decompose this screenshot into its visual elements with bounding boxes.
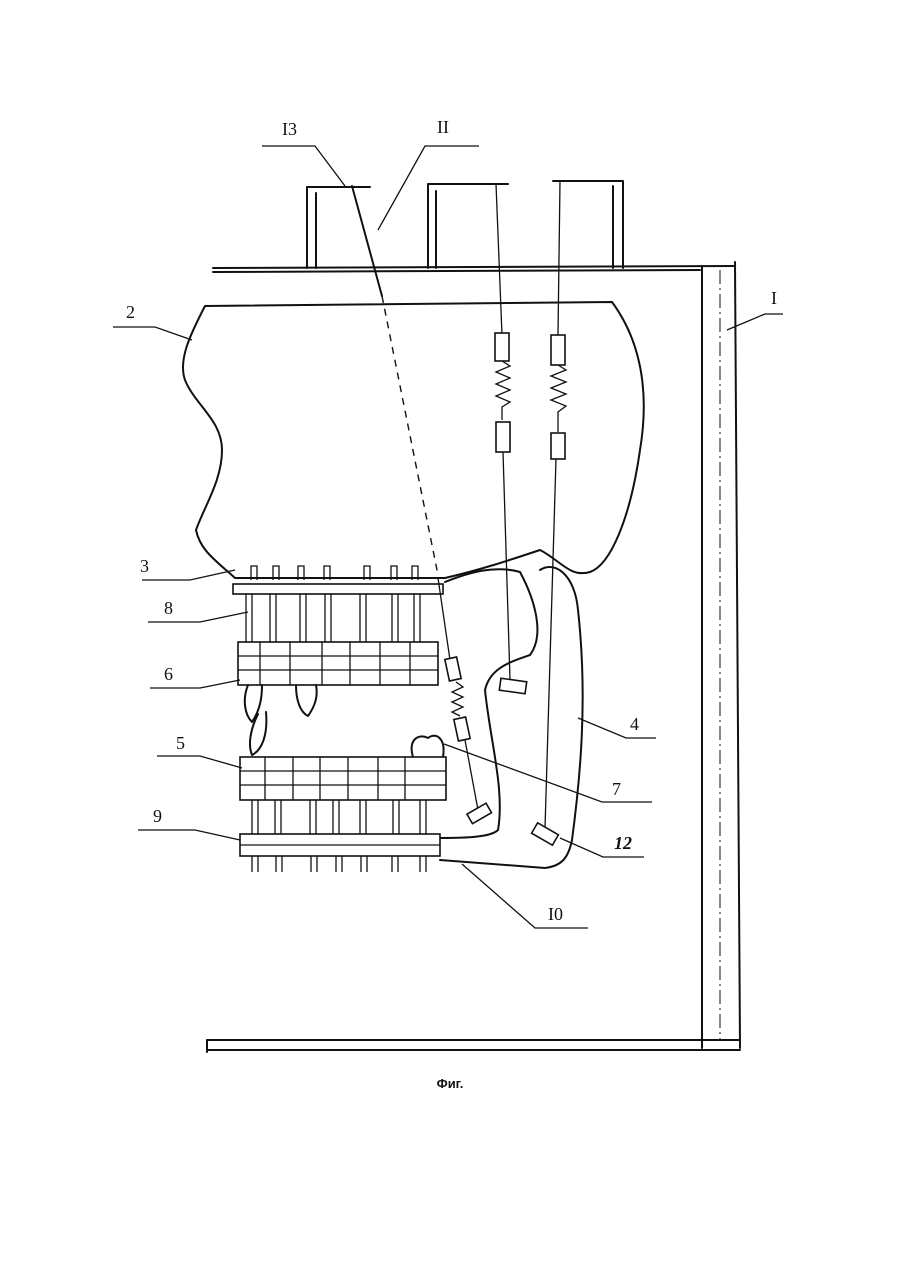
figure-caption: Фиг.: [0, 1076, 900, 1091]
label-4: 4: [630, 714, 639, 734]
label-5: 5: [176, 733, 185, 753]
lower-rods: [252, 800, 426, 835]
mandible-contour: [435, 567, 583, 868]
lower-plate-9: [240, 834, 440, 872]
label-11: II: [437, 117, 449, 137]
spring-pull-right: [532, 181, 566, 845]
maxilla-body: [183, 302, 644, 578]
spring-pull-middle: [495, 184, 527, 694]
label-1: I: [771, 288, 777, 308]
label-8: 8: [164, 598, 173, 618]
label-3: 3: [140, 556, 149, 576]
upper-plate-3: [233, 566, 443, 594]
upper-block-6: [238, 642, 438, 685]
teeth: [245, 685, 444, 757]
label-12: 12: [614, 833, 632, 853]
label-2: 2: [126, 302, 135, 322]
link-11: [352, 186, 438, 575]
label-6: 6: [164, 664, 173, 684]
label-13: I3: [282, 119, 297, 139]
lower-block-5: [240, 757, 446, 800]
leader-lines: [113, 146, 783, 928]
label-7: 7: [612, 779, 621, 799]
label-10: I0: [548, 904, 563, 924]
label-9: 9: [153, 806, 162, 826]
rods-8: [246, 594, 420, 642]
